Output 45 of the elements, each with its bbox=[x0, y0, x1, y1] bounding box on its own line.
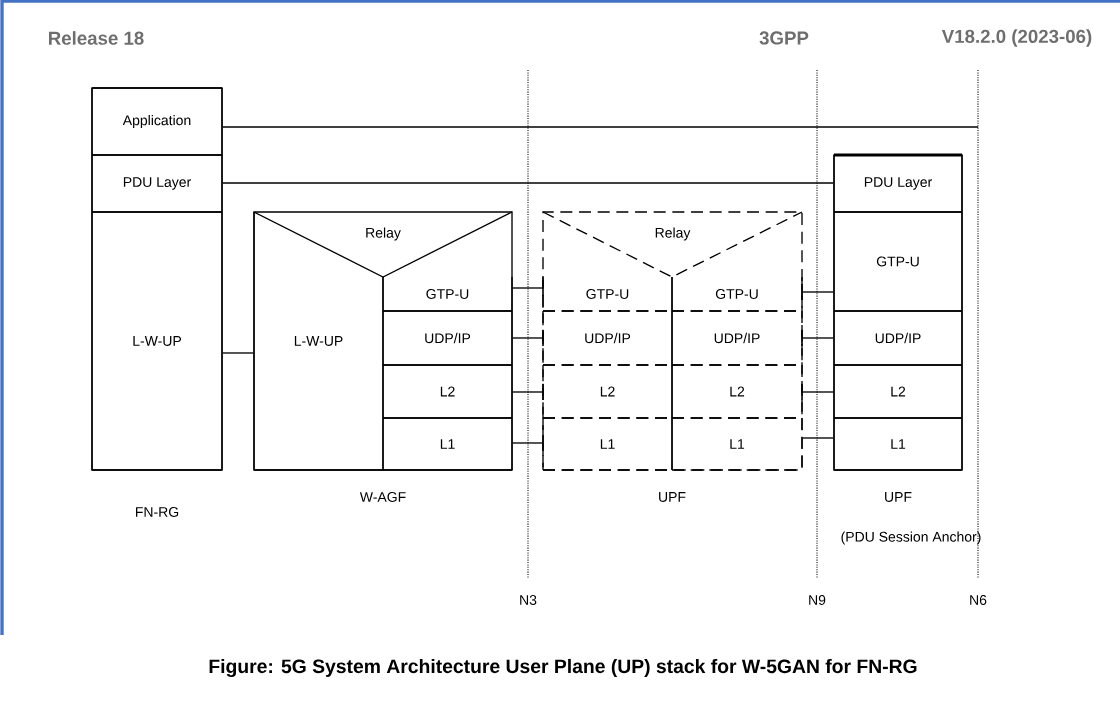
reference-point-label: N3 bbox=[520, 595, 537, 605]
protocol-layer: L2 bbox=[671, 364, 803, 419]
protocol-layer: UDP/IP bbox=[382, 310, 513, 366]
connector-line bbox=[512, 337, 543, 339]
protocol-layer: UDP/IP bbox=[671, 310, 803, 366]
protocol-stack-box bbox=[253, 211, 513, 471]
protocol-layer: L1 bbox=[833, 417, 963, 471]
connector-line bbox=[512, 391, 543, 393]
connector-line bbox=[802, 437, 834, 439]
connector-line bbox=[512, 442, 543, 444]
connector-line bbox=[802, 291, 834, 293]
header-text: Release 18 bbox=[49, 31, 144, 45]
protocol-layer: UDP/IP bbox=[833, 310, 963, 366]
connector-line bbox=[222, 352, 254, 354]
connector-line bbox=[802, 337, 834, 339]
connector-line bbox=[512, 287, 543, 289]
connector-line bbox=[802, 391, 834, 393]
protocol-layer: PDU Layer bbox=[91, 154, 223, 213]
protocol-layer: GTP-U bbox=[542, 276, 673, 312]
stack-caption: W-AGF bbox=[359, 492, 406, 502]
protocol-layer: PDU Layer bbox=[833, 154, 963, 213]
protocol-layer: L2 bbox=[542, 364, 673, 419]
stack-caption: FN-RG bbox=[136, 507, 179, 517]
protocol-layer: L2 bbox=[833, 364, 963, 419]
protocol-layer: L1 bbox=[542, 417, 673, 471]
header-text: V18.2.0 (2023-06) bbox=[941, 29, 1092, 47]
protocol-layer: L-W-UP bbox=[91, 211, 223, 471]
protocol-layer: L2 bbox=[382, 364, 513, 419]
stack-caption: (PDU Session Anchor) bbox=[841, 531, 981, 545]
protocol-layer: GTP-U bbox=[671, 276, 803, 312]
reference-point-label: N9 bbox=[809, 595, 826, 605]
connector-line bbox=[222, 182, 834, 184]
connector-line bbox=[222, 126, 979, 128]
protocol-layer: L1 bbox=[671, 417, 803, 471]
dashed-stack-box bbox=[542, 211, 803, 471]
stack-caption: UPF bbox=[659, 492, 686, 502]
header-text: 3GPP bbox=[759, 31, 809, 45]
protocol-layer: UDP/IP bbox=[542, 310, 673, 366]
protocol-layer: Application bbox=[91, 87, 223, 156]
protocol-layer: L1 bbox=[382, 417, 513, 471]
stack-caption: UPF bbox=[885, 492, 912, 502]
protocol-layer: GTP-U bbox=[833, 211, 963, 312]
reference-point-label: N6 bbox=[970, 595, 987, 605]
protocol-layer: GTP-U bbox=[382, 276, 513, 312]
figure-caption: Figure: 5G System Architecture User Plane (UP) stack for W-5GAN for FN-RG bbox=[209, 658, 917, 678]
